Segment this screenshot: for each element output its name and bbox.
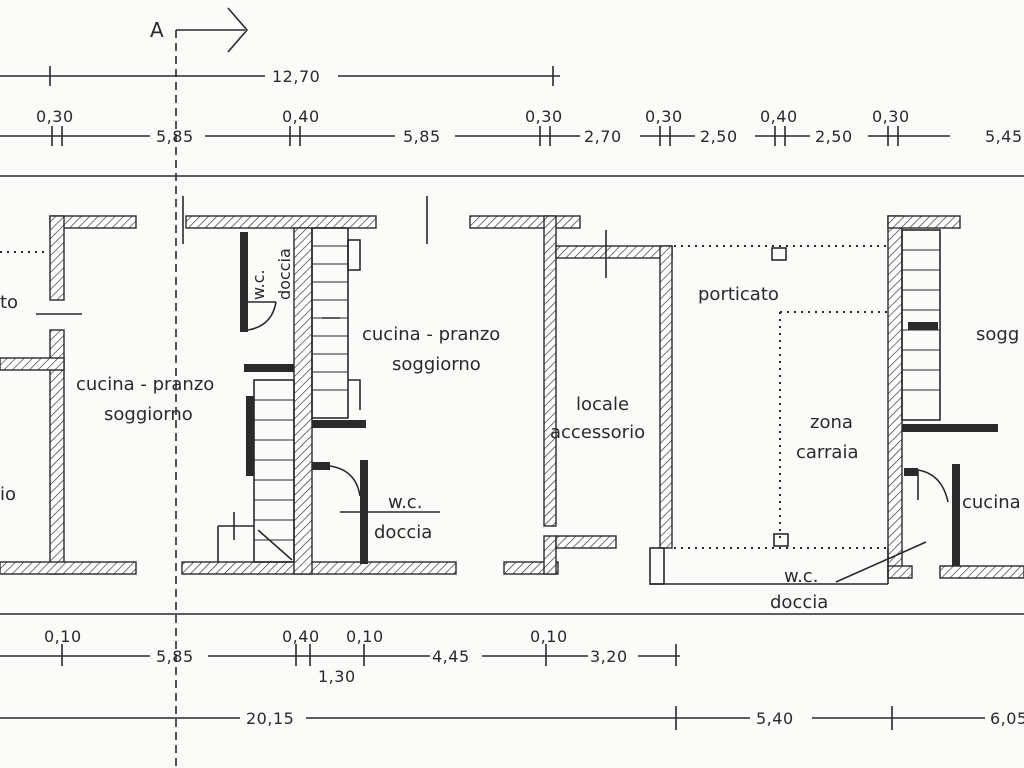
stair-unit-2	[311, 227, 361, 419]
label-locale-b: accessorio	[550, 422, 645, 443]
dim-r2-9: 2,50	[815, 127, 853, 146]
label-wc-1a: w.c.	[249, 269, 268, 300]
dim-r2-7: 2,50	[700, 127, 738, 146]
dim-r3-6: 0,10	[530, 627, 568, 646]
dim-r2-0: 0,30	[36, 107, 74, 126]
dim-r2-1: 5,85	[156, 127, 194, 146]
dim-r4-0: 20,15	[246, 709, 294, 728]
window-marks	[36, 196, 607, 315]
dim-r3-3: 0,10	[346, 627, 384, 646]
dim-r3-0: 0,10	[44, 627, 82, 646]
dim-top-total: 12,70	[272, 67, 320, 86]
dim-r3-2: 0,40	[282, 627, 320, 646]
label-porticato: porticato	[698, 284, 779, 305]
section-label: A	[150, 18, 164, 42]
dim-r2-6: 0,30	[645, 107, 683, 126]
label-cucina-1a: cucina - pranzo	[76, 374, 214, 395]
label-cucina-1b: soggiorno	[104, 404, 193, 425]
dim-r4-2: 6,05	[990, 709, 1024, 728]
dim-r2-3: 5,85	[403, 127, 441, 146]
label-wc-3a: w.c.	[784, 566, 818, 587]
label-right-cucina: cucina	[962, 492, 1021, 513]
label-cucina-2a: cucina - pranzo	[362, 324, 500, 345]
porticato-outline	[0, 245, 927, 585]
dimension-row-top: 12,70	[0, 66, 560, 86]
label-left-partial: to	[0, 292, 18, 313]
label-wc-3b: doccia	[770, 592, 828, 613]
label-right-sogg: sogg	[976, 324, 1019, 345]
dim-r2-10: 0,30	[872, 107, 910, 126]
dimension-row-4: 20,15 5,40 6,05	[0, 706, 1024, 730]
dim-r3-7: 3,20	[590, 647, 628, 666]
dim-r3-4: 1,30	[318, 667, 356, 686]
label-left-partial-bottom: io	[0, 484, 16, 505]
dim-r3-1: 5,85	[156, 647, 194, 666]
label-wc-2a: w.c.	[388, 492, 422, 513]
dim-r4-1: 5,40	[756, 709, 794, 728]
label-locale-a: locale	[576, 394, 629, 415]
dimension-row-2: 0,30 5,85 0,40 5,85 0,30 2,70 0,30 2,50 …	[0, 107, 1023, 146]
dim-r2-8: 0,40	[760, 107, 798, 126]
door-swings	[247, 301, 949, 503]
label-zona-a: zona	[810, 412, 853, 433]
label-wc-1b: doccia	[275, 248, 294, 300]
label-zona-b: carraia	[796, 442, 858, 463]
section-line-a: A	[150, 7, 249, 768]
dim-r2-5: 2,70	[584, 127, 622, 146]
dim-r3-5: 4,45	[432, 647, 470, 666]
label-cucina-2b: soggiorno	[392, 354, 481, 375]
room-labels: to io cucina - pranzo soggiorno w.c. doc…	[0, 248, 1021, 613]
dim-r2-11: 5,45	[985, 127, 1023, 146]
label-wc-2b: doccia	[374, 522, 432, 543]
stair-unit-1	[217, 379, 295, 563]
stair-unit-3	[901, 229, 941, 421]
dim-r2-2: 0,40	[282, 107, 320, 126]
walls	[0, 215, 1024, 579]
dimension-row-3: 0,10 5,85 0,40 0,10 1,30 4,45 0,10 3,20	[0, 627, 680, 686]
dim-r2-4: 0,30	[525, 107, 563, 126]
